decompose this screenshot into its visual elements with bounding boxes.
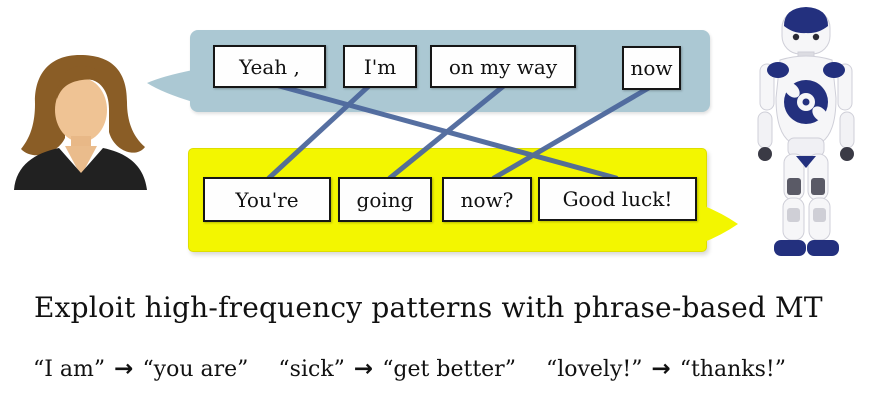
- phrase-box-source: I'm: [343, 45, 417, 88]
- phrase-mapping: “lovely!” → “thanks!”: [546, 356, 786, 382]
- slide-heading: Exploit high-frequency patterns with phr…: [34, 291, 823, 324]
- arrow-icon: →: [651, 356, 671, 382]
- phrase-text: now: [630, 56, 673, 80]
- phrase-text: Yeah ,: [239, 54, 300, 79]
- phrase-text: Good luck!: [562, 187, 673, 211]
- phrase-text: You're: [235, 187, 299, 212]
- phrase-text: going: [356, 187, 414, 212]
- mapping-target: “get better”: [382, 357, 516, 382]
- speaker-bubble-tail: [147, 70, 193, 102]
- arrow-icon: →: [353, 356, 374, 382]
- phrase-box-source: on my way: [430, 45, 576, 88]
- phrase-text: I'm: [363, 54, 397, 79]
- nao-robot-icon: [757, 7, 855, 256]
- phrase-box-source: Yeah ,: [213, 45, 326, 88]
- robot-bubble-tail: [702, 205, 738, 243]
- phrase-text: now?: [460, 187, 514, 212]
- phrase-box-target: You're: [203, 177, 331, 222]
- woman-avatar-icon: [14, 55, 147, 190]
- phrase-text: on my way: [448, 54, 558, 79]
- mapping-source: “sick”: [278, 357, 345, 382]
- phrase-box-source: now: [622, 46, 681, 90]
- phrase-mapping: “I am” → “you are”: [33, 356, 248, 382]
- phrase-mapping: “sick” → “get better”: [278, 356, 516, 382]
- phrase-box-target: going: [338, 177, 432, 222]
- phrase-mapping-examples: “I am” → “you are” “sick” → “get better”…: [33, 356, 786, 382]
- mapping-source: “I am”: [33, 357, 106, 382]
- phrase-box-target: Good luck!: [538, 177, 697, 221]
- arrow-icon: →: [114, 356, 134, 382]
- mapping-source: “lovely!”: [545, 357, 643, 382]
- mapping-target: “you are”: [142, 357, 249, 382]
- mapping-target: “thanks!”: [679, 357, 787, 382]
- phrase-box-target: now?: [442, 177, 532, 222]
